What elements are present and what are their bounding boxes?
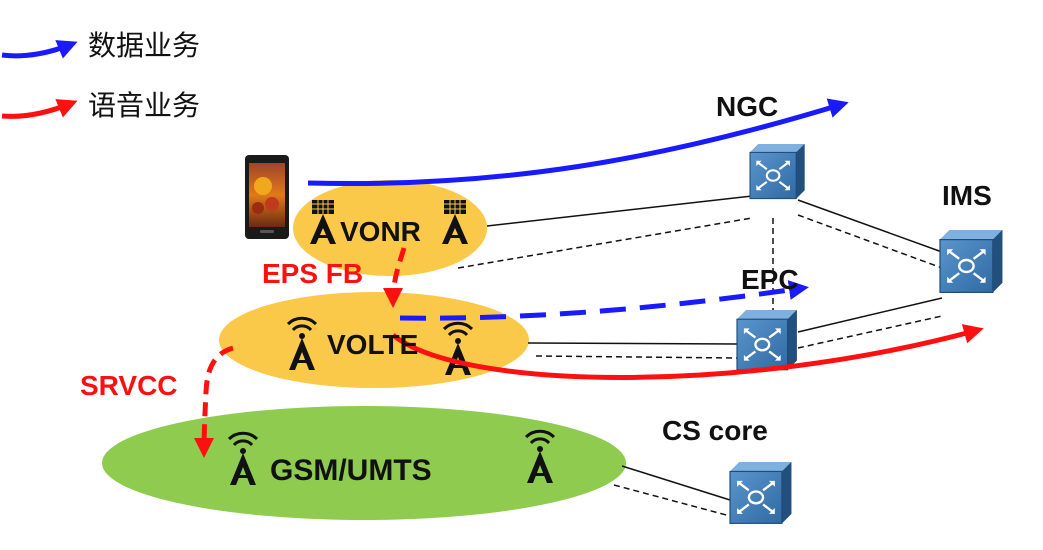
- gsm-umts-label: GSM/UMTS: [270, 454, 432, 487]
- ngc-label: NGC: [716, 91, 778, 122]
- legend-voice-arrow: [1, 99, 78, 119]
- volte-label: VOLTE: [327, 329, 418, 360]
- eps-fb-arrow: [383, 247, 407, 308]
- data-flow-ngc: [307, 98, 849, 187]
- eps-fb-label: EPS FB: [262, 258, 363, 289]
- cs-core-label: CS core: [662, 415, 768, 446]
- data-flow-epc: [399, 280, 809, 321]
- epc-switch-icon: [735, 308, 798, 371]
- ngc-switch-icon: [748, 142, 806, 200]
- cs-core-switch-icon: [728, 460, 793, 525]
- voice-flow-ims: [391, 324, 984, 380]
- vonr-label: VONR: [340, 216, 421, 247]
- srvcc-label: SRVCC: [80, 370, 178, 401]
- legend-data-label: 数据业务: [88, 29, 200, 62]
- ims-label: IMS: [942, 180, 992, 211]
- legend-voice-label: 语音业务: [88, 89, 200, 122]
- epc-label: EPC: [741, 264, 799, 295]
- srvcc-arrow: [194, 345, 234, 458]
- connection-lines: [457, 195, 943, 517]
- legend: 数据业务 语音业务: [1, 29, 200, 122]
- ims-switch-icon: [938, 228, 1004, 294]
- legend-data-arrow: [1, 40, 78, 59]
- phone-icon: [245, 155, 289, 239]
- vonr-cell: [293, 180, 487, 276]
